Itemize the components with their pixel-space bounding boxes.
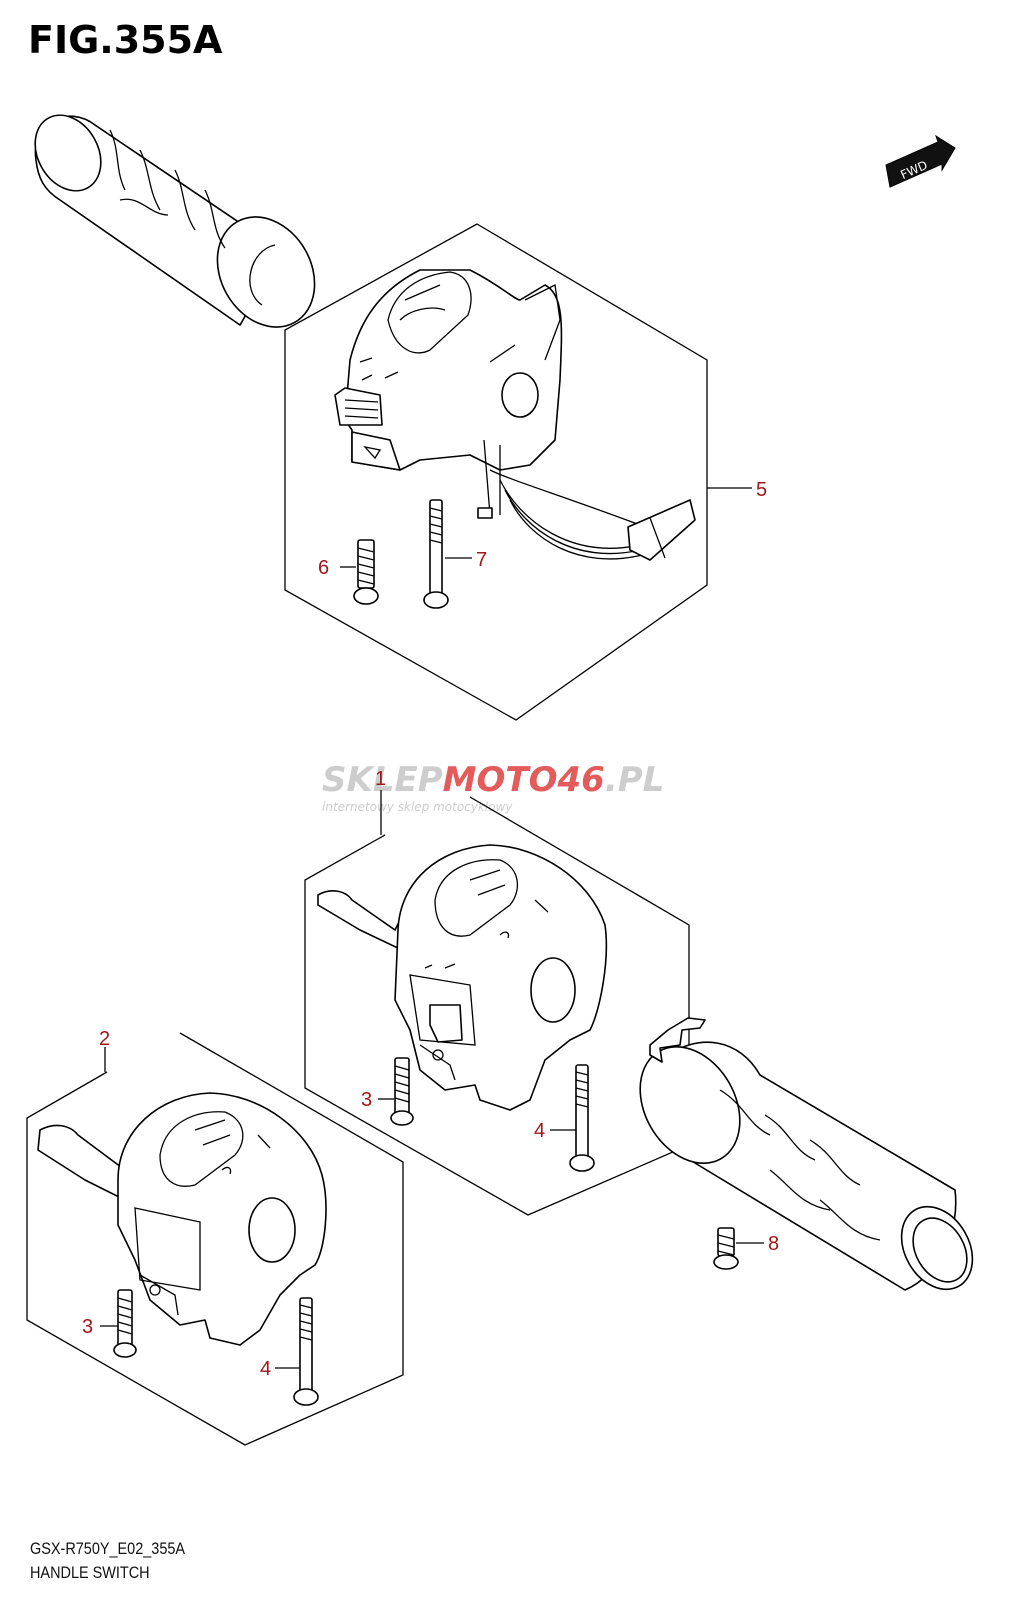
callout-4-middle: 4 — [534, 1120, 545, 1142]
callout-7: 7 — [476, 549, 487, 571]
handle-switch-left-1 — [317, 844, 608, 1111]
callout-8: 8 — [768, 1233, 779, 1255]
fwd-arrow-icon: FWD — [885, 134, 956, 188]
group-outline-5 — [284, 223, 708, 721]
screw-3-lower — [113, 1289, 137, 1358]
screw-3-middle — [390, 1057, 414, 1126]
callout-2: 2 — [99, 1028, 110, 1050]
callout-5: 5 — [756, 479, 767, 501]
grip-upper-left — [34, 114, 316, 328]
leader-lines — [100, 487, 764, 1369]
screw-6 — [353, 539, 379, 605]
handle-switch-left-2 — [37, 1092, 327, 1346]
callout-3-lower: 3 — [82, 1316, 93, 1338]
figure-title: FIG.355A — [28, 18, 223, 62]
screw-8 — [713, 1227, 739, 1270]
callout-3-middle: 3 — [361, 1089, 372, 1111]
callout-labels: 1 2 3 3 4 4 5 6 7 8 — [82, 479, 779, 1380]
watermark: SKLEPMOTO46.PL internetowy sklep motocyk… — [322, 760, 664, 814]
screw-4-middle — [569, 1064, 595, 1172]
figure-code: GSX-R750Y_E02_355A — [30, 1539, 186, 1558]
screw-7 — [423, 499, 449, 609]
svg-text:internetowy sklep motocyklowy: internetowy sklep motocyklowy — [322, 800, 513, 814]
callout-6: 6 — [318, 557, 329, 579]
svg-text:SKLEPMOTO46.PL: SKLEPMOTO46.PL — [322, 760, 664, 800]
group-outline-2 — [26, 1032, 404, 1446]
screw-4-lower — [293, 1297, 319, 1406]
grip-lower-right — [639, 1017, 974, 1291]
callout-1: 1 — [375, 768, 386, 790]
figure-name: HANDLE SWITCH — [30, 1563, 150, 1582]
handle-switch-right — [334, 269, 696, 561]
group-outline-1 — [304, 796, 690, 1216]
callout-4-lower: 4 — [260, 1358, 271, 1380]
